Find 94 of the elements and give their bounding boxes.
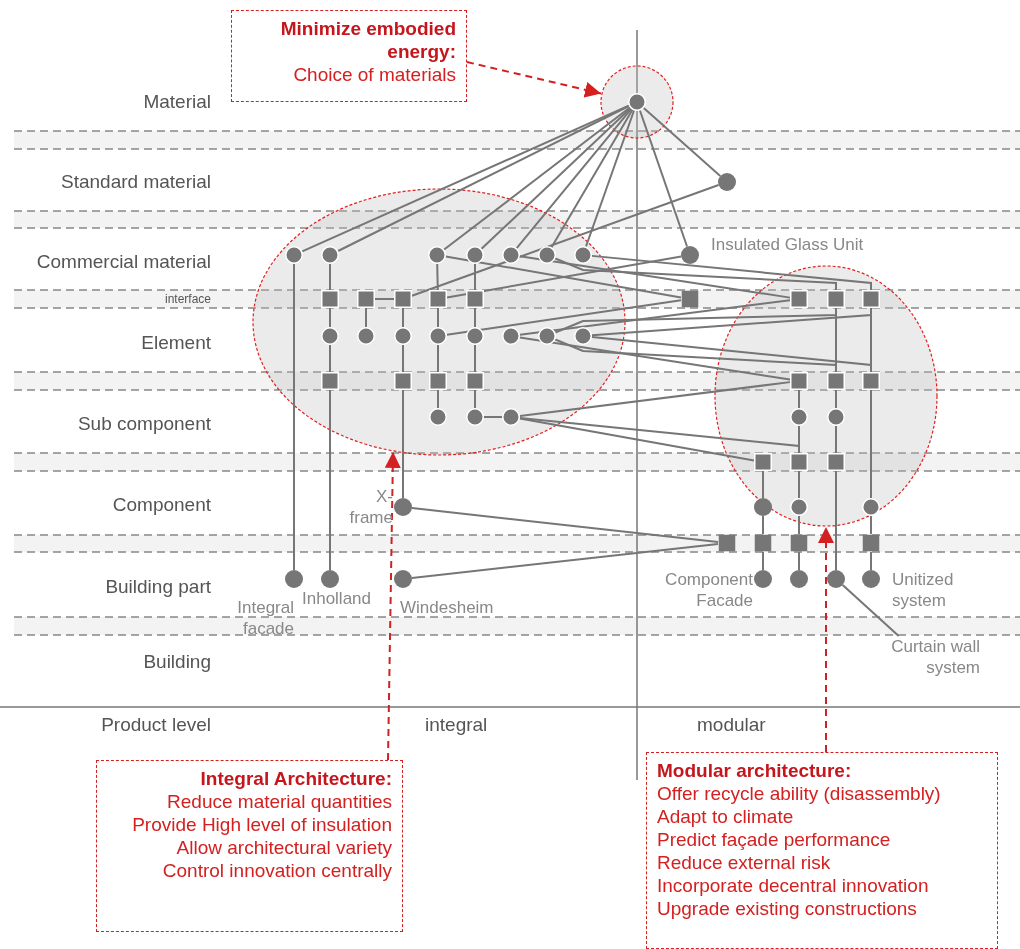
connector-line — [474, 389, 476, 409]
callout-text: Reduce material quantities — [166, 790, 392, 813]
callout-box — [646, 752, 998, 949]
connector-line — [841, 584, 900, 637]
connector-line — [474, 307, 476, 328]
connector-line — [798, 389, 800, 409]
connector-line — [365, 307, 367, 328]
row-label: Component — [112, 494, 211, 516]
connector-line — [870, 389, 872, 499]
connector-line — [835, 425, 837, 454]
connector-line — [329, 263, 331, 291]
callout-heading: Modular architecture: — [657, 759, 853, 782]
connector-line — [518, 299, 791, 336]
connector-line — [329, 344, 331, 373]
row-label: Commercial material — [36, 251, 211, 273]
connector-line — [483, 416, 503, 418]
connector-line — [437, 344, 439, 373]
callout-heading: Minimize embodied energy: — [279, 17, 456, 63]
callout-text: Choice of materials — [292, 63, 456, 86]
connector-line — [437, 389, 439, 409]
node-caption: X-frame — [348, 486, 393, 528]
node-caption: Unitized system — [892, 569, 955, 611]
connector-line — [410, 543, 719, 579]
connector-line — [474, 344, 476, 373]
connector-line — [870, 551, 872, 571]
column-label: integral — [425, 714, 488, 736]
row-label: Building — [143, 651, 211, 673]
callout-text: Incorporate decentral innovation — [657, 874, 930, 897]
connector-line — [515, 107, 633, 250]
connector-line — [518, 255, 791, 299]
connector-line — [443, 106, 631, 251]
connector-line — [518, 381, 791, 417]
connector-line — [474, 263, 476, 291]
connector-line — [554, 257, 837, 291]
connector-line — [518, 336, 791, 381]
callout-box — [96, 760, 403, 932]
row-label: Standard material — [61, 171, 211, 193]
callout-text: Offer recycle ability (disassembly) — [657, 782, 942, 805]
callout-text: Curtain wall system — [868, 636, 980, 678]
connector-line — [835, 470, 837, 571]
arrow — [818, 526, 834, 753]
node-caption: Insulated Glass Unit — [711, 234, 865, 255]
connector-line — [329, 307, 331, 328]
row-label: Building part — [105, 576, 211, 598]
callout-text: Adapt to climate — [657, 805, 795, 828]
connector-line — [374, 298, 395, 300]
column-label: Product level — [101, 714, 211, 736]
connector-line — [798, 551, 800, 571]
connector-line — [798, 515, 800, 535]
connector-line — [402, 307, 404, 328]
callout-text: Control innovation centrally — [161, 859, 392, 882]
connector-line — [402, 344, 404, 373]
connector-line — [762, 551, 764, 571]
connector-line — [798, 425, 800, 454]
connector-line — [410, 507, 719, 543]
connector-line — [402, 389, 404, 499]
callout-text: Reduce external risk — [657, 851, 832, 874]
callout-text: Predict façade performance — [657, 828, 892, 851]
connector-line — [480, 107, 632, 250]
connector-line — [550, 108, 634, 249]
callout-text: Allow architectural variety — [175, 836, 392, 859]
connector-line — [762, 470, 764, 499]
connector-line — [585, 109, 635, 248]
connector-line — [436, 263, 439, 291]
connector-line — [445, 299, 682, 336]
connector-line — [835, 389, 837, 409]
connector-line — [293, 263, 295, 571]
callout-text: Provide High level of insulation — [131, 813, 392, 836]
connector-line — [642, 107, 722, 177]
row-label: Sub component — [77, 413, 211, 435]
connector-line — [798, 470, 800, 499]
node-caption: Integral facade — [236, 597, 294, 639]
connector-line — [870, 307, 872, 373]
connector-line — [870, 515, 872, 535]
callout-text: Upgrade existing constructions — [657, 897, 918, 920]
connector-line — [638, 109, 689, 248]
node-caption: Windesheim — [400, 597, 495, 618]
row-label: interface — [164, 291, 211, 307]
arrow — [384, 450, 401, 761]
arrow — [466, 61, 602, 98]
column-label: modular — [697, 714, 766, 736]
connector-line — [411, 184, 720, 297]
connector-line — [437, 307, 439, 328]
row-label: Element — [141, 332, 211, 354]
connector-line — [762, 515, 764, 535]
connector-line — [518, 417, 755, 462]
node-caption: Inholland — [302, 588, 372, 609]
row-label: Material — [143, 91, 211, 113]
callout-box — [231, 10, 467, 102]
connector-line — [590, 254, 872, 291]
connector-line — [329, 389, 331, 571]
connector-line — [835, 307, 837, 373]
callout-heading: Integral Architecture: — [199, 767, 392, 790]
node-caption: Component Facade — [664, 569, 753, 611]
